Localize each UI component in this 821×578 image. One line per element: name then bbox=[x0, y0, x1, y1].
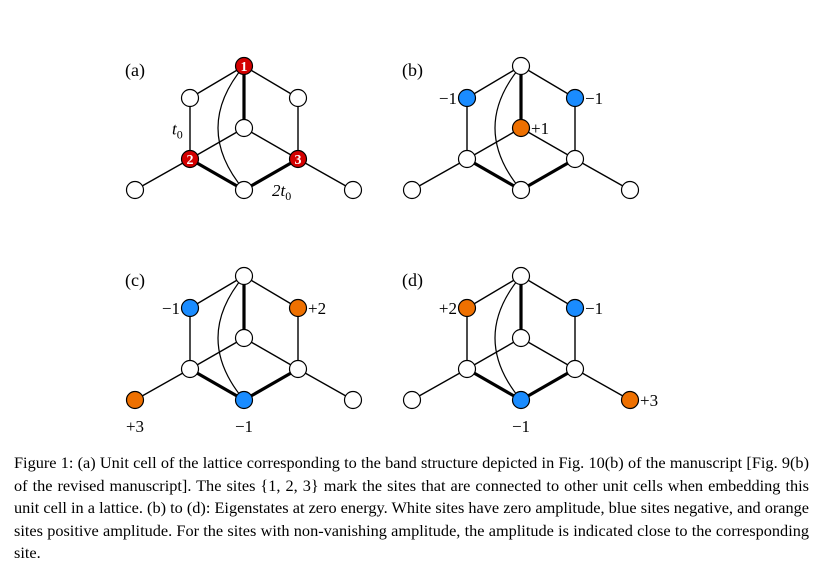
site bbox=[511, 180, 531, 200]
bond bbox=[243, 127, 299, 160]
bond bbox=[189, 275, 245, 309]
bond bbox=[189, 127, 245, 160]
site bbox=[402, 390, 422, 410]
site bbox=[457, 149, 477, 169]
site bbox=[180, 88, 200, 108]
bond bbox=[574, 158, 631, 191]
long-range-bond bbox=[494, 275, 522, 401]
site bbox=[402, 180, 422, 200]
amplitude-label: −1 bbox=[512, 417, 530, 436]
site-number: 2 bbox=[187, 153, 194, 168]
bond bbox=[243, 275, 299, 309]
site-blue bbox=[457, 88, 477, 108]
figure: (a) 1 2 3 t0 2t0 (b) −1 −1 +1 (c) −1 +2 +3 −1 (d) +2 −1 −1… bbox=[125, 56, 658, 436]
bond bbox=[243, 157, 299, 192]
bond bbox=[411, 158, 468, 191]
panel-label: (c) bbox=[125, 270, 145, 291]
site bbox=[234, 180, 254, 200]
site-number: 1 bbox=[241, 60, 248, 75]
bond bbox=[520, 337, 576, 370]
site-orange bbox=[457, 298, 477, 318]
site-blue bbox=[565, 298, 585, 318]
site bbox=[288, 88, 308, 108]
site bbox=[234, 266, 254, 286]
bond bbox=[520, 367, 576, 402]
bond-label: 2t0 bbox=[272, 181, 291, 203]
site-blue bbox=[565, 88, 585, 108]
site bbox=[511, 328, 531, 348]
site bbox=[234, 328, 254, 348]
amplitude-label: +3 bbox=[640, 391, 658, 410]
site bbox=[343, 390, 363, 410]
amplitude-label: −1 bbox=[585, 89, 603, 108]
bond bbox=[243, 367, 299, 402]
site bbox=[125, 180, 145, 200]
bond bbox=[520, 127, 576, 160]
long-range-bond bbox=[217, 275, 245, 401]
bond bbox=[466, 275, 522, 309]
long-range-bond bbox=[494, 65, 522, 191]
site bbox=[565, 359, 585, 379]
bond bbox=[297, 158, 354, 191]
long-range-bond bbox=[217, 65, 245, 191]
bond bbox=[189, 157, 245, 192]
site bbox=[620, 180, 640, 200]
amplitude-label: −1 bbox=[585, 299, 603, 318]
bond bbox=[243, 337, 299, 370]
bond bbox=[574, 368, 631, 401]
panel-label: (a) bbox=[125, 60, 145, 81]
amplitude-label: −1 bbox=[439, 89, 457, 108]
site-blue bbox=[180, 298, 200, 318]
site-orange bbox=[511, 118, 531, 138]
amplitude-label: +3 bbox=[126, 417, 144, 436]
site-number: 3 bbox=[295, 153, 302, 168]
site-red bbox=[288, 149, 308, 169]
bond bbox=[297, 368, 354, 401]
bond bbox=[189, 337, 245, 370]
bond bbox=[134, 368, 191, 401]
site bbox=[180, 359, 200, 379]
site bbox=[511, 266, 531, 286]
site bbox=[457, 359, 477, 379]
site bbox=[288, 359, 308, 379]
site-blue bbox=[511, 390, 531, 410]
bond bbox=[466, 367, 522, 402]
amplitude-label: +2 bbox=[439, 299, 457, 318]
panel-label: (b) bbox=[402, 60, 423, 81]
site-orange bbox=[125, 390, 145, 410]
bond bbox=[411, 368, 468, 401]
site bbox=[234, 118, 254, 138]
site bbox=[511, 56, 531, 76]
bond bbox=[189, 65, 245, 99]
bond bbox=[189, 367, 245, 402]
bond bbox=[520, 157, 576, 192]
amplitude-label: +1 bbox=[531, 119, 549, 138]
amplitude-label: −1 bbox=[235, 417, 253, 436]
bond bbox=[520, 275, 576, 309]
amplitude-label: −1 bbox=[162, 299, 180, 318]
site bbox=[565, 149, 585, 169]
bond-label: t0 bbox=[172, 120, 183, 142]
site-red bbox=[180, 149, 200, 169]
bond bbox=[466, 337, 522, 370]
site-red bbox=[234, 56, 254, 76]
amplitude-label: +2 bbox=[308, 299, 326, 318]
panel-label: (d) bbox=[402, 270, 423, 291]
site-orange bbox=[620, 390, 640, 410]
bond bbox=[466, 127, 522, 160]
figure-caption: Figure 1: (a) Unit cell of the lattice c… bbox=[14, 453, 809, 562]
bond bbox=[134, 158, 191, 191]
site-blue bbox=[234, 390, 254, 410]
site bbox=[343, 180, 363, 200]
site-orange bbox=[288, 298, 308, 318]
bond bbox=[520, 65, 576, 99]
bond bbox=[243, 65, 299, 99]
bond bbox=[466, 157, 522, 192]
bond bbox=[466, 65, 522, 99]
